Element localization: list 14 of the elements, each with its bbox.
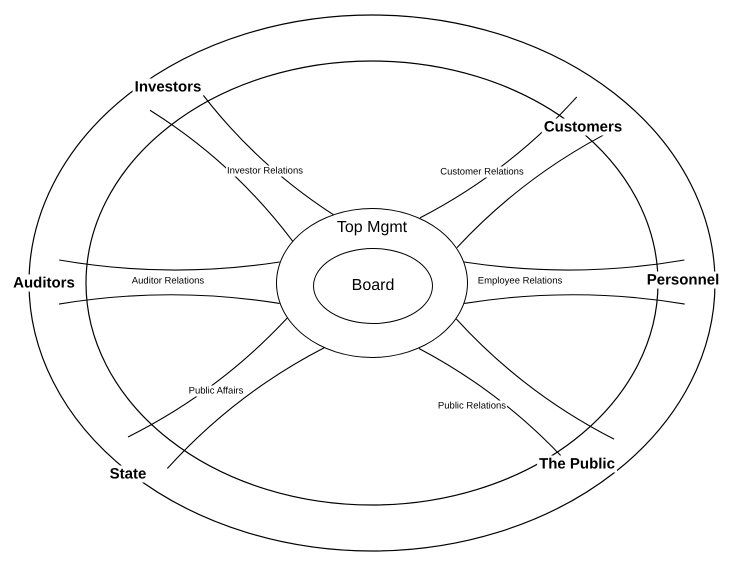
stakeholder-label: Investors: [132, 78, 204, 96]
relation-label: Employee Relations: [476, 275, 564, 286]
stakeholder-label: Auditors: [11, 274, 77, 292]
stakeholder-label: Customers: [542, 118, 624, 136]
ellipse-label: Board: [352, 277, 394, 295]
stakeholder-label: Personnel: [644, 272, 722, 288]
relation-label: Public Affairs: [188, 385, 244, 396]
stakeholder-label: State: [108, 466, 148, 482]
relation-label: Public Relations: [436, 400, 508, 412]
relation-label: Investor Relations: [226, 165, 304, 176]
stakeholder-label: The Public: [537, 456, 617, 472]
ellipse-heading: Top Mgmt: [336, 219, 408, 237]
relation-label: Auditor Relations: [130, 275, 206, 286]
relation-label: Customer Relations: [439, 166, 525, 178]
